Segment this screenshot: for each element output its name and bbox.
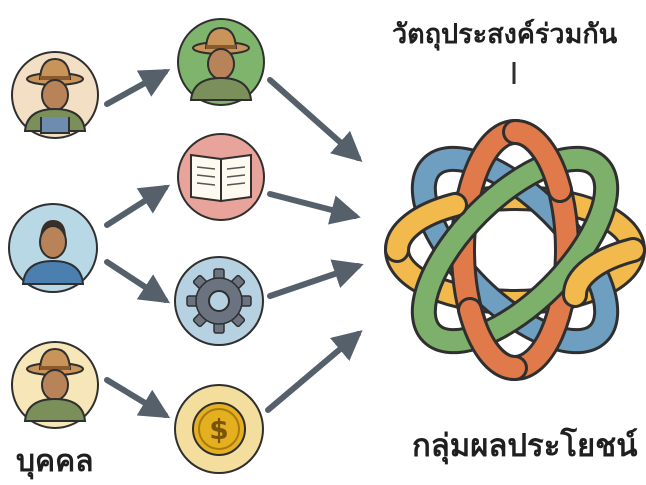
arrow <box>270 266 358 296</box>
arrow <box>270 80 358 158</box>
interest-node-farmer <box>178 19 264 105</box>
goal-label: วัตถุประสงค์ร่วมกัน <box>392 12 617 55</box>
interest-node-gear <box>175 257 263 345</box>
arrow <box>107 262 165 300</box>
arrow <box>107 72 165 104</box>
arrows-interests-to-group <box>268 80 358 410</box>
arrow <box>270 194 355 216</box>
individuals-label: บุคคล <box>16 438 94 485</box>
svg-text:$: $ <box>209 413 228 446</box>
interest-node-money: $ <box>175 385 263 473</box>
person-node-1 <box>12 52 98 138</box>
interwoven-knot <box>395 130 635 370</box>
person-node-3 <box>12 342 98 428</box>
arrows-people-to-interests <box>107 72 165 415</box>
book-icon <box>191 155 251 201</box>
arrow <box>107 188 165 225</box>
dollar-coin-icon: $ <box>193 403 245 455</box>
gear-icon <box>187 269 251 333</box>
group-label: กลุ่มผลประโยชน์ <box>412 420 637 470</box>
person-node-2 <box>9 204 97 292</box>
interest-node-book <box>178 134 264 220</box>
arrow <box>107 380 165 415</box>
arrow <box>268 334 358 410</box>
